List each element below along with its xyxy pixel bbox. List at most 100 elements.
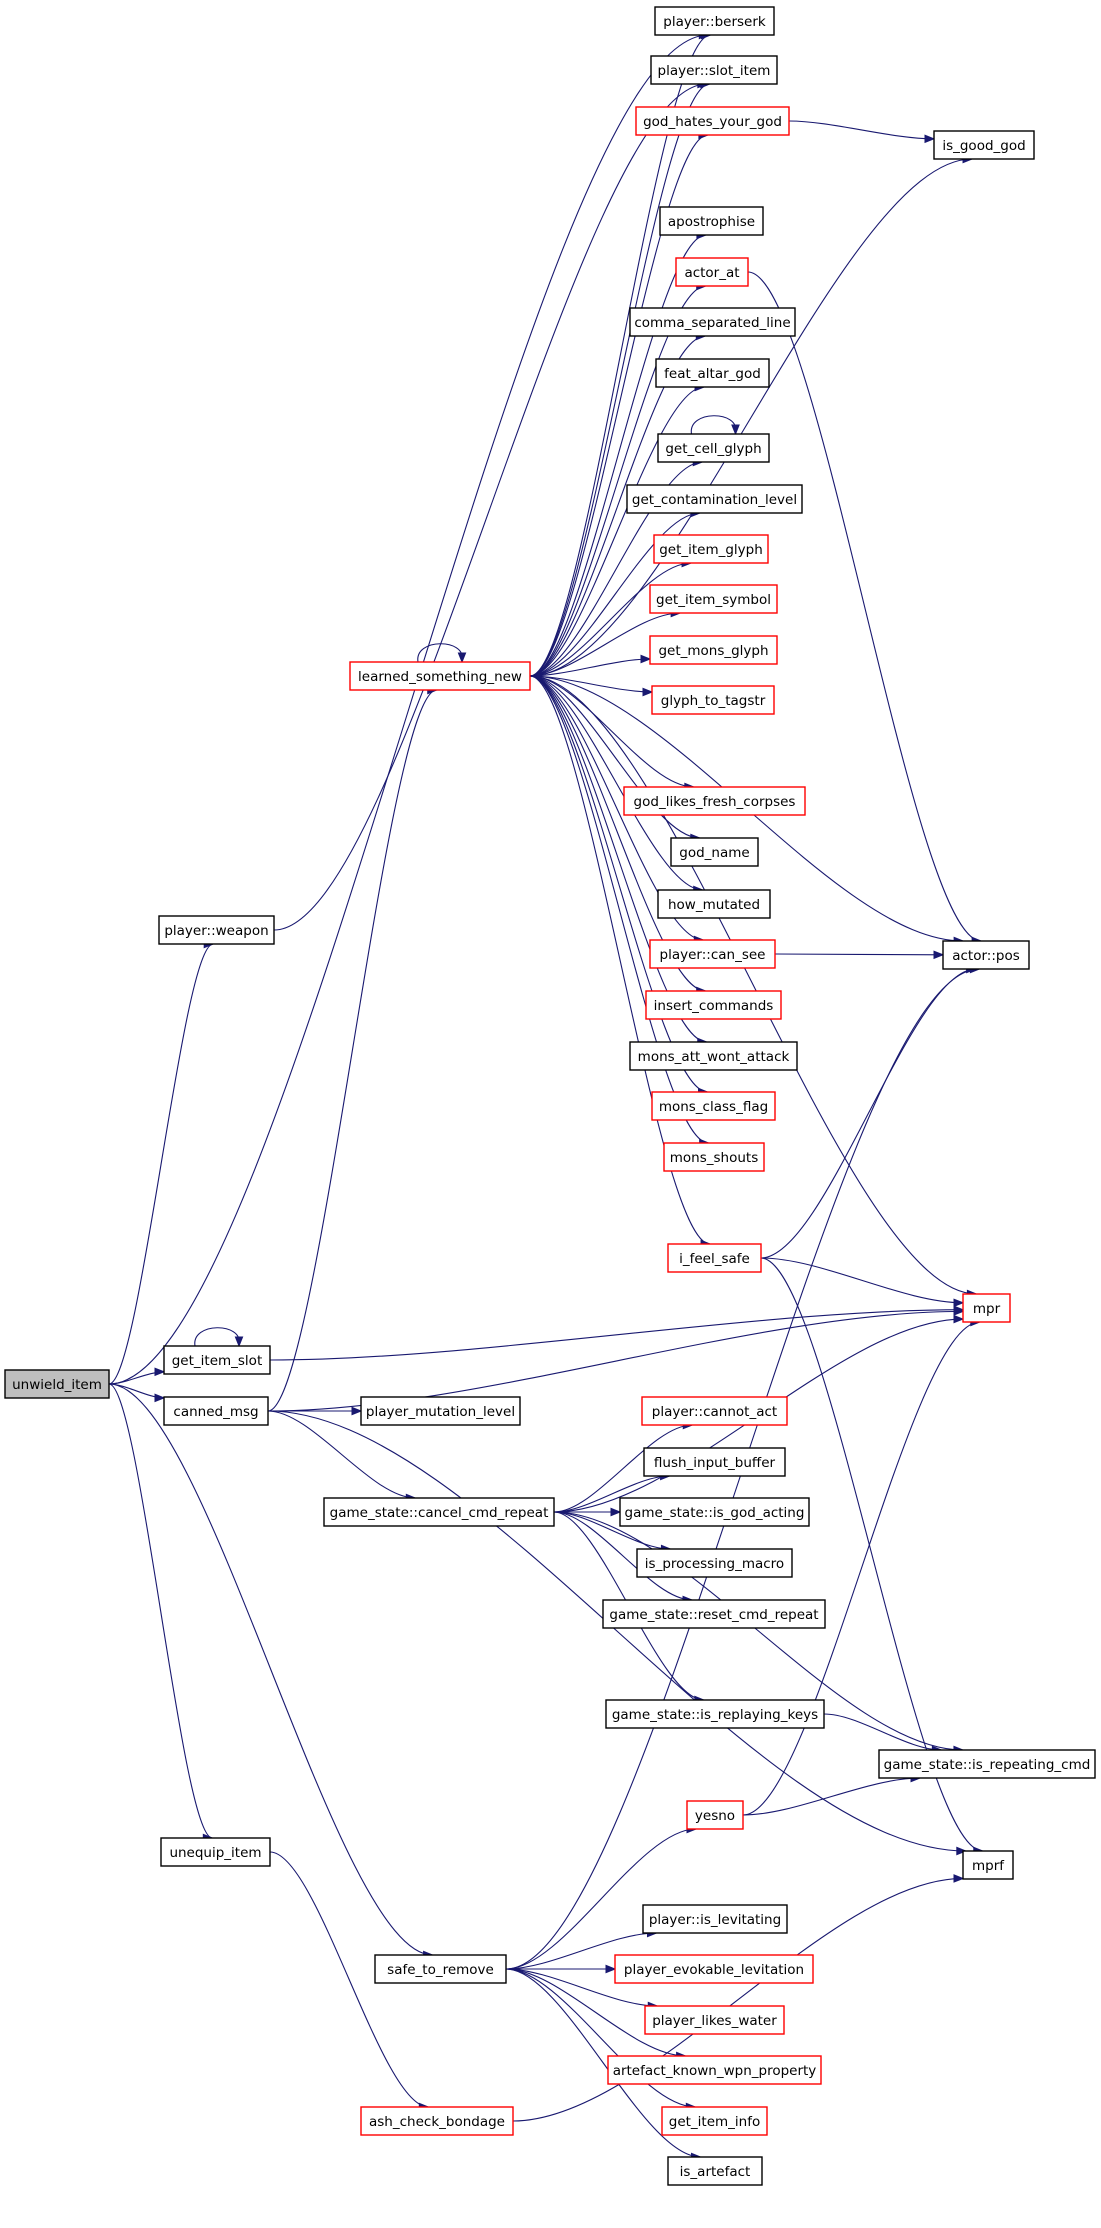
node-player_berserk[interactable]: player::berserk [654, 6, 775, 36]
node-box[interactable] [607, 2055, 822, 2085]
node-box[interactable] [650, 55, 778, 85]
node-box[interactable] [649, 584, 778, 614]
node-get_item_info[interactable]: get_item_info [661, 2106, 768, 2136]
node-get_mons_glyph[interactable]: get_mons_glyph [649, 635, 778, 665]
node-box[interactable] [675, 257, 749, 287]
node-box[interactable] [878, 1749, 1096, 1779]
node-box[interactable] [649, 635, 778, 665]
node-box[interactable] [641, 1396, 788, 1426]
node-box[interactable] [654, 6, 775, 36]
node-god_name[interactable]: god_name [670, 837, 759, 867]
node-box[interactable] [360, 2106, 514, 2136]
node-get_contamination_level[interactable]: get_contamination_level [626, 484, 803, 514]
node-box[interactable] [158, 915, 275, 945]
node-canned_msg[interactable]: canned_msg [163, 1396, 269, 1426]
node-is_processing_macro[interactable]: is_processing_macro [636, 1548, 793, 1578]
node-box[interactable] [651, 685, 775, 715]
node-how_mutated[interactable]: how_mutated [657, 889, 771, 919]
node-box[interactable] [602, 1599, 826, 1629]
node-safe_to_remove[interactable]: safe_to_remove [374, 1954, 507, 1984]
node-get_cell_glyph[interactable]: get_cell_glyph [657, 433, 770, 463]
node-box[interactable] [657, 433, 770, 463]
node-box[interactable] [163, 1345, 271, 1375]
node-box[interactable] [657, 889, 771, 919]
node-box[interactable] [349, 661, 531, 691]
node-box[interactable] [655, 358, 770, 388]
node-box[interactable] [374, 1954, 507, 1984]
node-get_item_symbol[interactable]: get_item_symbol [649, 584, 778, 614]
node-is_replaying_keys[interactable]: game_state::is_replaying_keys [605, 1699, 825, 1729]
node-get_item_slot[interactable]: get_item_slot [163, 1345, 271, 1375]
node-box[interactable] [4, 1369, 110, 1399]
node-box[interactable] [661, 2106, 768, 2136]
node-god_likes_fresh_corpses[interactable]: god_likes_fresh_corpses [623, 786, 806, 816]
node-box[interactable] [663, 1142, 765, 1172]
node-box[interactable] [605, 1699, 825, 1729]
node-flush_input_buffer[interactable]: flush_input_buffer [643, 1447, 786, 1477]
node-apostrophise[interactable]: apostrophise [659, 206, 764, 236]
node-box[interactable] [163, 1396, 269, 1426]
node-player_likes_water[interactable]: player_likes_water [644, 2005, 785, 2035]
node-box[interactable] [614, 1954, 814, 1984]
node-box[interactable] [635, 106, 790, 136]
node-box[interactable] [667, 1243, 762, 1273]
node-is_good_god[interactable]: is_good_god [933, 130, 1035, 160]
node-is_god_acting[interactable]: game_state::is_god_acting [619, 1497, 810, 1527]
node-box[interactable] [962, 1293, 1011, 1323]
node-box[interactable] [360, 1396, 521, 1426]
node-insert_commands[interactable]: insert_commands [645, 990, 782, 1020]
node-box[interactable] [629, 307, 796, 337]
node-unwield_item[interactable]: unwield_item [4, 1369, 110, 1399]
node-yesno[interactable]: yesno [686, 1800, 744, 1830]
node-unequip_item[interactable]: unequip_item [160, 1837, 271, 1867]
node-glyph_to_tagstr[interactable]: glyph_to_tagstr [651, 685, 775, 715]
node-box[interactable] [670, 837, 759, 867]
node-feat_altar_god[interactable]: feat_altar_god [655, 358, 770, 388]
node-player_evokable_levitation[interactable]: player_evokable_levitation [614, 1954, 814, 1984]
node-learned_something_new[interactable]: learned_something_new [349, 661, 531, 691]
node-player_slot_item[interactable]: player::slot_item [650, 55, 778, 85]
node-box[interactable] [942, 940, 1030, 970]
node-box[interactable] [933, 130, 1035, 160]
node-box[interactable] [626, 484, 803, 514]
node-get_item_glyph[interactable]: get_item_glyph [653, 534, 769, 564]
node-box[interactable] [686, 1800, 744, 1830]
node-box[interactable] [667, 2156, 763, 2186]
node-artefact_known_wpn_property[interactable]: artefact_known_wpn_property [607, 2055, 822, 2085]
node-box[interactable] [645, 990, 782, 1020]
node-player_mutation_level[interactable]: player_mutation_level [360, 1396, 521, 1426]
node-mpr[interactable]: mpr [962, 1293, 1011, 1323]
node-cancel_cmd_repeat[interactable]: game_state::cancel_cmd_repeat [323, 1497, 555, 1527]
node-box[interactable] [649, 939, 776, 969]
node-player_cannot_act[interactable]: player::cannot_act [641, 1396, 788, 1426]
node-mons_class_flag[interactable]: mons_class_flag [651, 1091, 776, 1121]
node-player_can_see[interactable]: player::can_see [649, 939, 776, 969]
node-i_feel_safe[interactable]: i_feel_safe [667, 1243, 762, 1273]
node-player_weapon[interactable]: player::weapon [158, 915, 275, 945]
node-god_hates_your_god[interactable]: god_hates_your_god [635, 106, 790, 136]
node-box[interactable] [651, 1091, 776, 1121]
node-player_is_levitating[interactable]: player::is_levitating [642, 1904, 788, 1934]
node-box[interactable] [619, 1497, 810, 1527]
node-box[interactable] [323, 1497, 555, 1527]
node-mons_att_wont_attack[interactable]: mons_att_wont_attack [629, 1041, 798, 1071]
node-box[interactable] [659, 206, 764, 236]
node-box[interactable] [160, 1837, 271, 1867]
node-box[interactable] [643, 1447, 786, 1477]
node-box[interactable] [642, 1904, 788, 1934]
node-box[interactable] [636, 1548, 793, 1578]
node-box[interactable] [623, 786, 806, 816]
node-reset_cmd_repeat[interactable]: game_state::reset_cmd_repeat [602, 1599, 826, 1629]
node-is_repeating_cmd[interactable]: game_state::is_repeating_cmd [878, 1749, 1096, 1779]
node-actor_pos[interactable]: actor::pos [942, 940, 1030, 970]
node-comma_separated_line[interactable]: comma_separated_line [629, 307, 796, 337]
node-actor_at[interactable]: actor_at [675, 257, 749, 287]
node-ash_check_bondage[interactable]: ash_check_bondage [360, 2106, 514, 2136]
node-box[interactable] [653, 534, 769, 564]
node-mons_shouts[interactable]: mons_shouts [663, 1142, 765, 1172]
node-mprf[interactable]: mprf [962, 1850, 1014, 1880]
node-box[interactable] [644, 2005, 785, 2035]
node-box[interactable] [629, 1041, 798, 1071]
node-box[interactable] [962, 1850, 1014, 1880]
node-is_artefact[interactable]: is_artefact [667, 2156, 763, 2186]
